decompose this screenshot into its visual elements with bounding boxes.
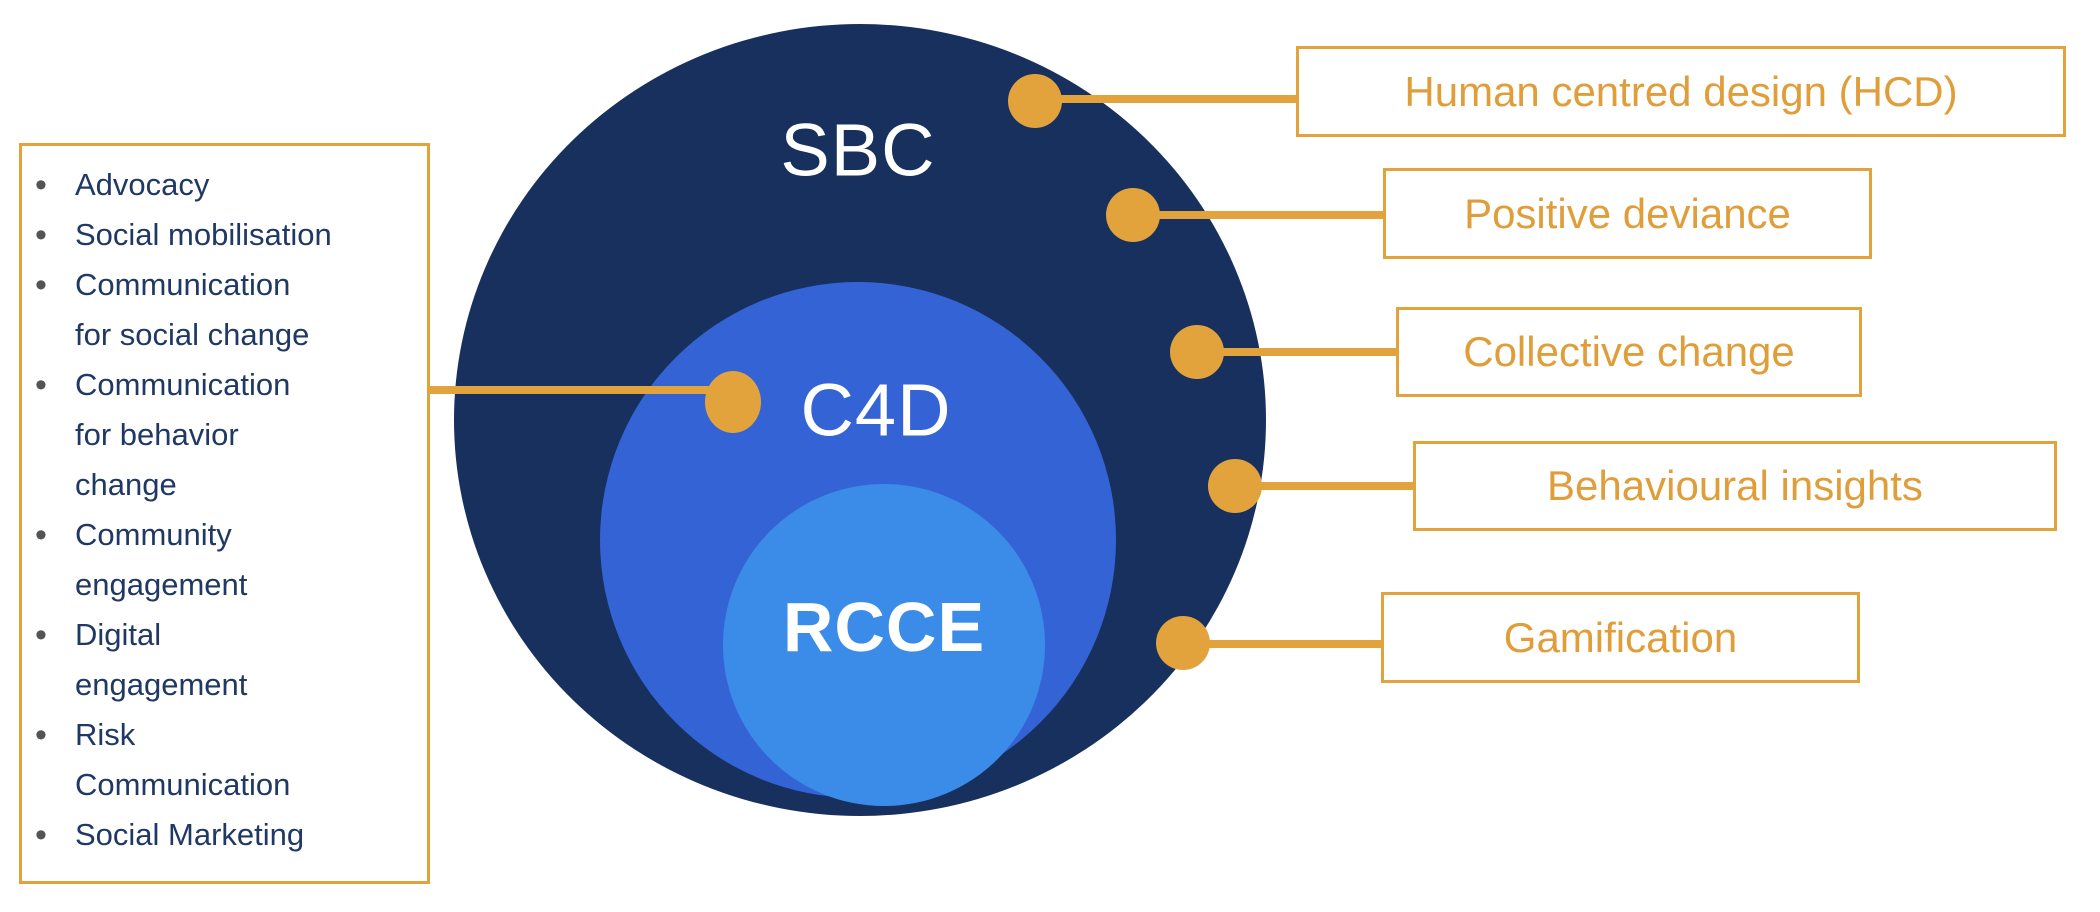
callout-label-behavioural-insights: Behavioural insights: [1547, 462, 1923, 509]
list-item-comm-social-change: Communication for social change: [35, 260, 413, 360]
callout-box-collective-change: Collective change: [1396, 307, 1862, 397]
connector-line-positive-deviance: [1133, 211, 1386, 219]
callout-label-hcd: Human centred design (HCD): [1404, 67, 1958, 115]
connector-dot-c4d-approaches: [705, 371, 761, 433]
connector-dot-gamification: [1156, 616, 1210, 670]
list-item-social-mobilisation: Social mobilisation: [35, 210, 413, 260]
callout-box-gamification: Gamification: [1381, 592, 1860, 683]
connector-line-collective-change: [1197, 348, 1399, 356]
list-item-advocacy: Advocacy: [35, 160, 413, 210]
connector-line-behavioural-insights: [1235, 482, 1416, 490]
callout-label-collective-change: Collective change: [1463, 328, 1795, 375]
circle-label-c4d: C4D: [800, 368, 952, 452]
connector-line-hcd: [1035, 95, 1299, 103]
approaches-list: Advocacy Social mobilisation Communicati…: [35, 160, 413, 860]
callout-label-positive-deviance: Positive deviance: [1464, 189, 1791, 237]
connector-line-gamification: [1183, 640, 1384, 648]
list-item-risk-communication: Risk Communication: [35, 710, 413, 810]
connector-dot-collective-change: [1170, 325, 1224, 379]
connector-dot-hcd: [1008, 74, 1062, 128]
connector-dot-positive-deviance: [1106, 188, 1160, 242]
approaches-list-box: Advocacy Social mobilisation Communicati…: [19, 143, 430, 884]
list-item-social-marketing: Social Marketing: [35, 810, 413, 860]
callout-box-hcd: Human centred design (HCD): [1296, 46, 2066, 137]
list-item-digital-engagement: Digital engagement: [35, 610, 413, 710]
list-item-comm-behavior-change: Communication for behavior change: [35, 360, 413, 510]
circle-rcce: [723, 484, 1045, 806]
callout-label-gamification: Gamification: [1503, 613, 1738, 661]
connector-dot-behavioural-insights: [1208, 459, 1262, 513]
list-item-community-engagement: Community engagement: [35, 510, 413, 610]
callout-box-behavioural-insights: Behavioural insights: [1413, 441, 2057, 531]
circle-label-sbc: SBC: [780, 108, 936, 192]
circle-label-rcce: RCCE: [782, 588, 986, 666]
callout-box-positive-deviance: Positive deviance: [1383, 168, 1872, 259]
connector-line-approaches: [430, 386, 730, 394]
